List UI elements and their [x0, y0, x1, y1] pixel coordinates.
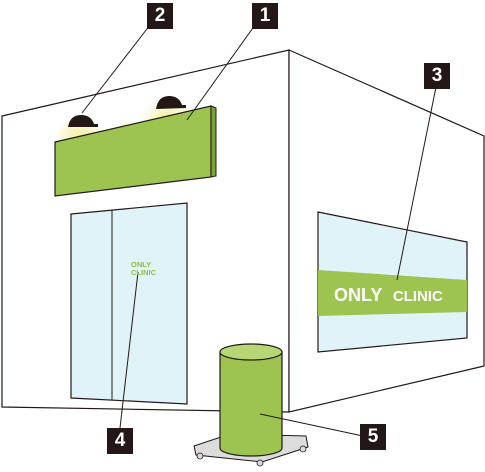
callout-3: 3	[424, 63, 450, 89]
pillar-sign-top	[219, 343, 283, 361]
leader-line-5	[259, 413, 364, 437]
pillar-sign-body	[219, 351, 283, 457]
leader-line-3	[396, 86, 437, 281]
callout-1: 1	[252, 3, 278, 29]
door-sign-line2: CLINIC	[131, 268, 157, 277]
base-foot-3	[299, 445, 307, 453]
signboard-side	[210, 105, 217, 178]
base-foot-1	[196, 452, 204, 460]
window-banner-word2: CLINIC	[393, 288, 443, 305]
leader-line-4	[119, 271, 139, 429]
window-banner-text: ONLY CLINIC	[334, 285, 443, 305]
leader-line-2	[81, 24, 151, 114]
callout-5: 5	[360, 424, 386, 450]
entrance-door-glass	[70, 202, 188, 405]
lamp-right-icon	[156, 96, 186, 109]
lamp-left-icon	[68, 115, 98, 127]
window-banner	[318, 270, 467, 316]
base-foot-2	[256, 459, 264, 467]
callout-2: 2	[147, 3, 173, 29]
callout-4: 4	[107, 428, 133, 454]
door-sign-line1: ONLY	[131, 260, 151, 269]
window-banner-word1: ONLY	[334, 285, 382, 305]
leader-line-1	[186, 24, 256, 121]
